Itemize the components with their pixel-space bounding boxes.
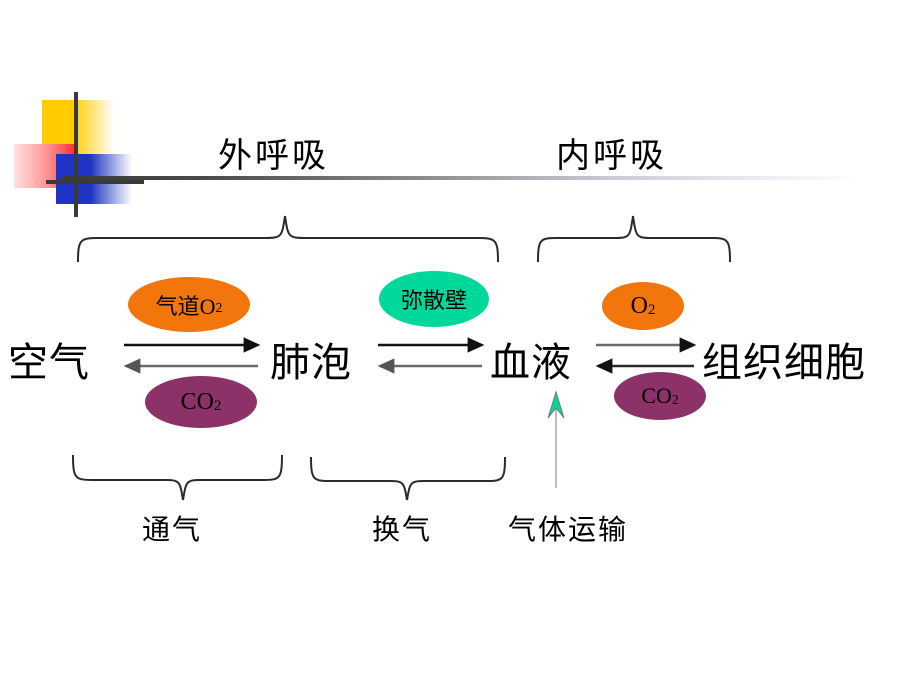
ellipse-o2-right-label: O xyxy=(630,292,648,319)
ellipse-diffusion-wall-label: 弥散壁 xyxy=(400,288,467,313)
heading-external-respiration: 外呼吸 xyxy=(218,138,329,175)
gas-transport-arrow-icon xyxy=(547,390,565,488)
top-brace-internal xyxy=(537,215,731,263)
ellipse-airway-o2-subscript: 2 xyxy=(215,300,223,316)
term-blood: 血液 xyxy=(490,340,572,385)
term-alveoli: 肺泡 xyxy=(270,340,352,385)
ellipse-co2-left-subscript: 2 xyxy=(213,397,222,414)
logo-horizontal-line-icon xyxy=(46,180,144,184)
ellipse-co2-right-subscript: 2 xyxy=(671,391,679,407)
top-brace-external xyxy=(77,215,499,263)
label-gas-transport: 气体运输 xyxy=(508,515,629,546)
ellipse-o2-right-subscript: 2 xyxy=(647,301,656,318)
heading-internal-respiration: 内呼吸 xyxy=(556,138,667,175)
ellipse-co2-right-label: CO xyxy=(641,383,672,408)
ellipse-co2-left-label: CO xyxy=(180,388,214,415)
term-tissue-cells: 组织细胞 xyxy=(702,340,866,385)
decorative-logo xyxy=(14,92,144,217)
heading-divider xyxy=(62,176,862,180)
bottom-brace-ventilation xyxy=(72,454,283,501)
label-ventilation: 通气 xyxy=(142,515,203,546)
term-air: 空气 xyxy=(8,340,90,385)
ellipse-airway-o2-label: 气道O xyxy=(155,293,216,319)
logo-vertical-line-icon xyxy=(74,92,78,217)
ellipse-diffusion-wall: 弥散壁 xyxy=(379,271,489,327)
bottom-brace-exchange xyxy=(310,456,506,501)
label-gas-exchange: 换气 xyxy=(372,515,433,546)
